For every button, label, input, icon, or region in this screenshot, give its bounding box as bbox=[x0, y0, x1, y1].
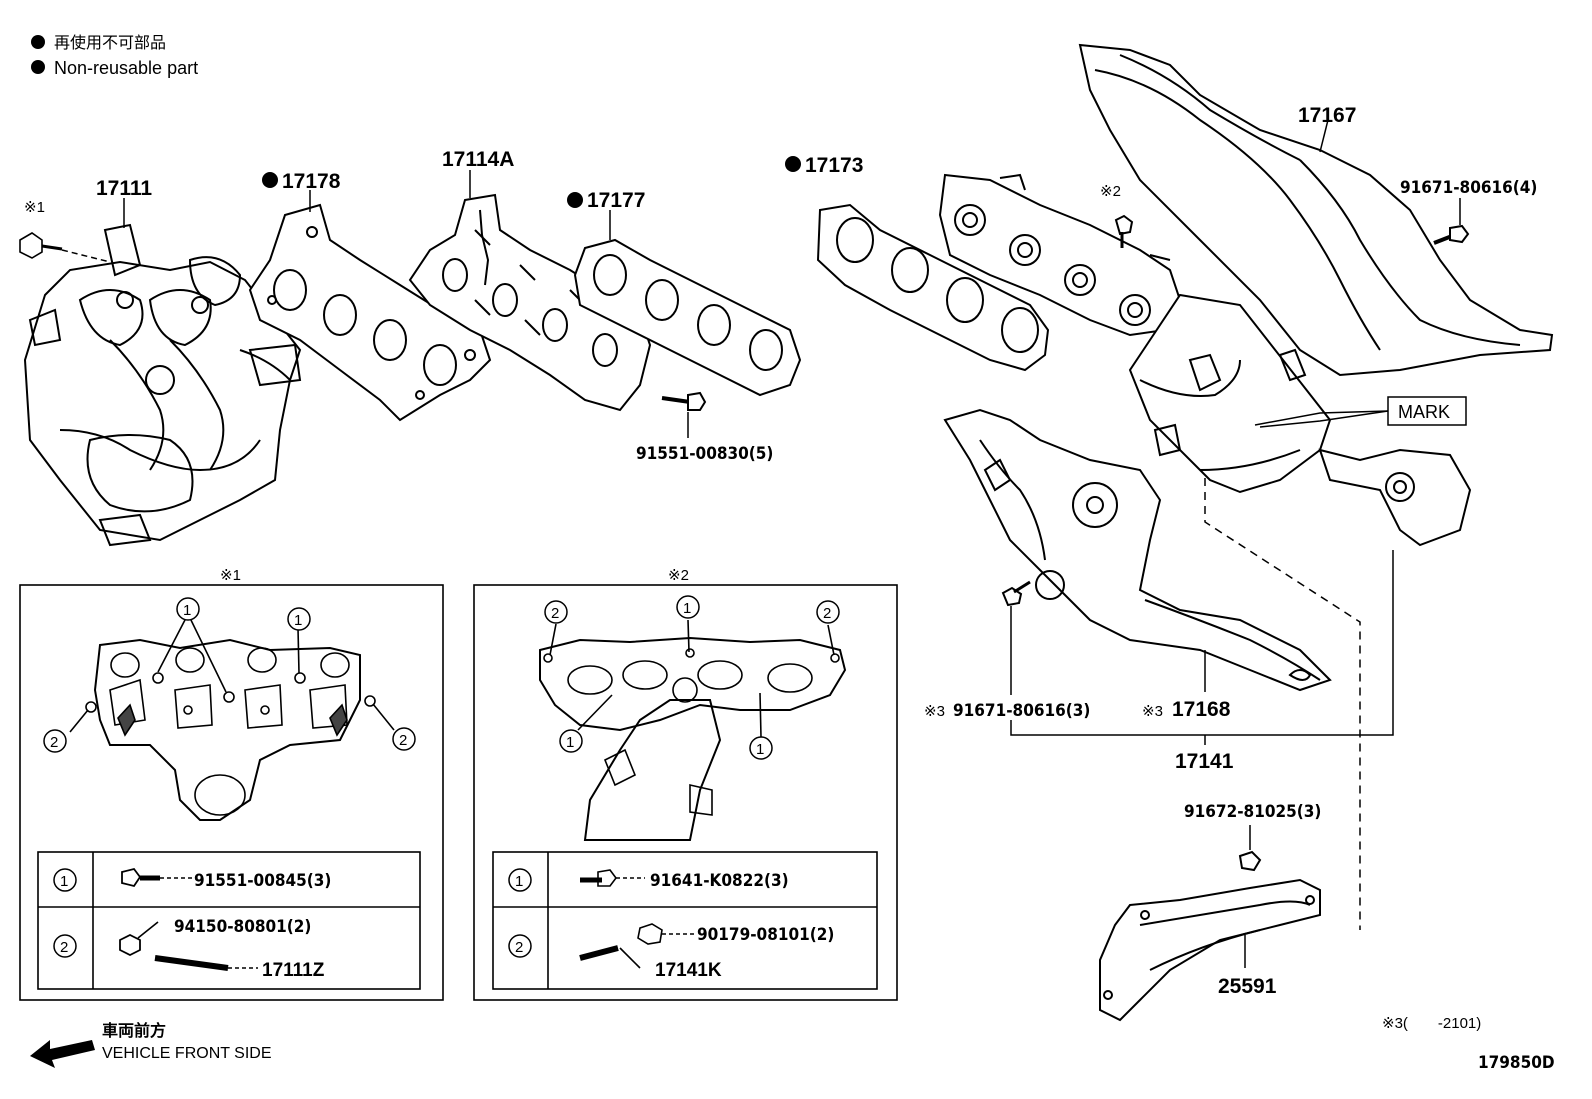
gasket-17173 bbox=[816, 203, 1050, 372]
detail1-title: ※1 bbox=[220, 567, 241, 584]
figure-id: 179850D bbox=[1478, 1053, 1555, 1073]
gasket-17177 bbox=[573, 210, 802, 397]
part-label-17168: 17168 bbox=[1172, 698, 1231, 721]
callout-num: 2 bbox=[823, 605, 831, 622]
legend-jp: 再使用不可部品 bbox=[54, 34, 166, 52]
part-label-25591: 25591 bbox=[1218, 975, 1277, 998]
part-label-91672-81025: 91672-81025(3) bbox=[1184, 802, 1321, 822]
mark-label: MARK bbox=[1398, 402, 1450, 422]
part-label-17141: 17141 bbox=[1175, 750, 1234, 773]
non-reusable-icon bbox=[262, 172, 278, 188]
non-reusable-icon bbox=[567, 192, 583, 208]
detail2-part-17141K: 17141K bbox=[655, 960, 722, 981]
row-num-2: 2 bbox=[60, 939, 68, 956]
legend-en: Non-reusable part bbox=[54, 58, 198, 78]
part-label-17114A: 17114A bbox=[442, 148, 514, 171]
insulator-17168 bbox=[943, 408, 1332, 692]
detail2-title: ※2 bbox=[668, 567, 689, 584]
part-label-91671-80616-3: 91671-80616(3) bbox=[953, 701, 1090, 721]
bullet-icon bbox=[31, 35, 45, 49]
exhaust-manifold-17111 bbox=[19, 198, 302, 547]
part-label-17173: 17173 bbox=[805, 154, 863, 177]
bolt-ref-2 bbox=[1114, 214, 1134, 248]
callout-num: 1 bbox=[683, 600, 691, 617]
direction-jp: 車両前方 bbox=[102, 1021, 166, 1040]
detail2-callouts: 2 1 2 1 1 1 2 bbox=[508, 595, 840, 958]
insulator-17167 bbox=[1078, 43, 1554, 377]
part-label-17177: 17177 bbox=[587, 189, 645, 212]
bolt-91672-81025 bbox=[1238, 825, 1262, 872]
manifold-converter-17141 bbox=[938, 173, 1472, 547]
gasket-17178 bbox=[248, 190, 492, 422]
row-num-2: 2 bbox=[515, 939, 523, 956]
direction-en: VEHICLE FRONT SIDE bbox=[102, 1045, 272, 1062]
ref-mark-2: ※2 bbox=[1100, 183, 1121, 200]
ref-mark-3b: ※3 bbox=[1142, 703, 1163, 720]
detail1-callouts: 1 1 2 2 1 2 bbox=[43, 597, 416, 958]
non-reusable-icon bbox=[785, 156, 801, 172]
bullet-icon bbox=[31, 60, 45, 74]
bolt-91671-80616-4 bbox=[1433, 198, 1470, 245]
insulator-17114A bbox=[408, 170, 652, 412]
detail1-part-94150-80801: 94150-80801(2) bbox=[174, 917, 311, 937]
part-label-17167: 17167 bbox=[1298, 104, 1356, 127]
legend: 再使用不可部品 Non-reusable part bbox=[31, 34, 198, 78]
callout-num: 1 bbox=[183, 602, 191, 619]
part-label-91671-80616-4: 91671-80616(4) bbox=[1400, 178, 1537, 198]
callout-num: 1 bbox=[566, 734, 574, 751]
leader-17141 bbox=[1010, 478, 1394, 930]
callout-num: 2 bbox=[399, 732, 407, 749]
detail1-part-17111Z: 17111Z bbox=[262, 960, 325, 981]
row-num-1: 1 bbox=[60, 873, 68, 890]
detail2-part-90179-08101: 90179-08101(2) bbox=[697, 925, 834, 945]
bracket-25591 bbox=[1099, 878, 1321, 1022]
part-label-91551-00830: 91551-00830(5) bbox=[636, 444, 773, 464]
bolt-91671-80616-3 bbox=[1001, 580, 1031, 695]
ref-mark-3a: ※3 bbox=[924, 703, 945, 720]
detail2-box bbox=[473, 584, 898, 1001]
ref-mark-1: ※1 bbox=[24, 199, 45, 216]
part-label-17178: 17178 bbox=[282, 170, 341, 193]
detail1-box bbox=[19, 584, 444, 1001]
callout-num: 2 bbox=[50, 734, 58, 751]
detail1-part-91551-00845: 91551-00845(3) bbox=[194, 871, 331, 891]
detail2-part-91641-K0822: 91641-K0822(3) bbox=[650, 871, 789, 891]
callout-num: 1 bbox=[294, 612, 302, 629]
bolt-91551-00830 bbox=[661, 391, 707, 438]
row-num-1: 1 bbox=[515, 873, 523, 890]
ref-note-3: ※3( -2101) bbox=[1382, 1015, 1481, 1032]
callout-num: 2 bbox=[551, 605, 559, 622]
vehicle-front-arrow-icon bbox=[30, 1040, 95, 1068]
callout-num: 1 bbox=[756, 741, 764, 758]
mark-callout bbox=[1254, 396, 1467, 428]
part-label-17111: 17111 bbox=[96, 177, 152, 200]
